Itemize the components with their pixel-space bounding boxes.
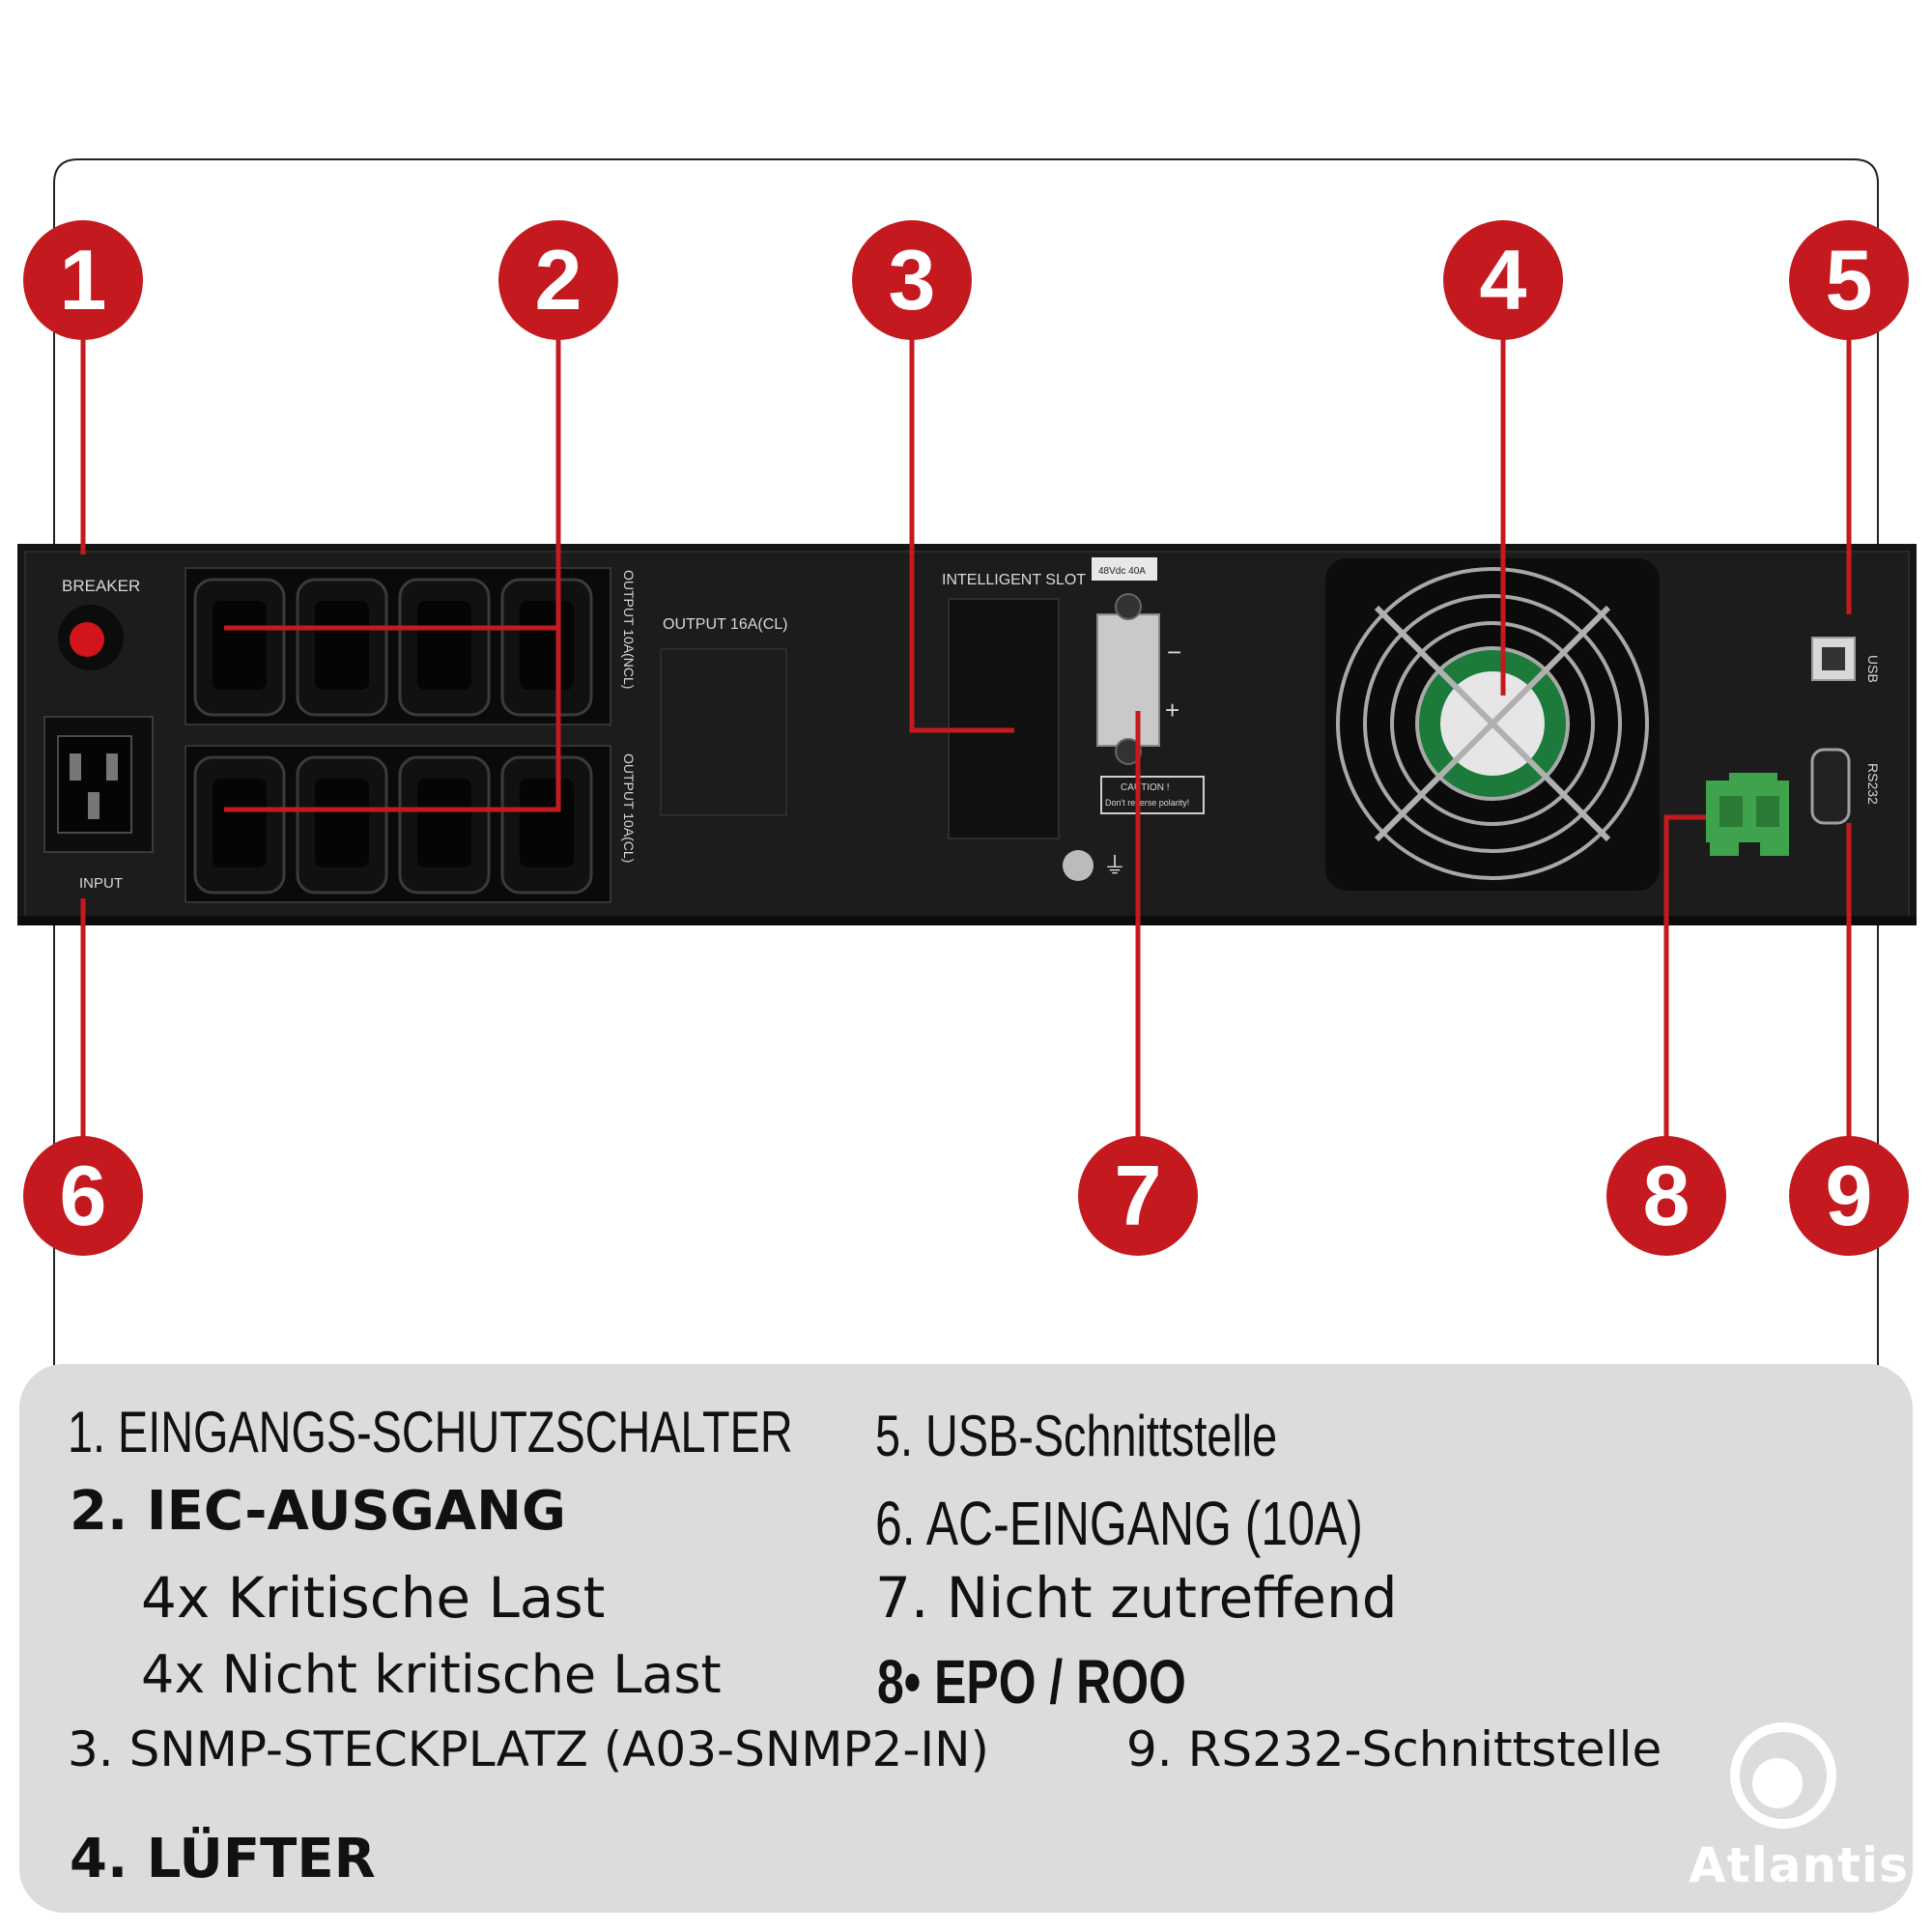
leader-lines <box>80 328 1852 1138</box>
brand-name: Atlantis <box>1689 1837 1909 1893</box>
ground-screw <box>1063 850 1094 881</box>
output-bottom-label: OUTPUT 10A(CL) <box>621 753 637 863</box>
svg-text:8: 8 <box>1643 1148 1690 1243</box>
legend-item-4: 4. LÜFTER <box>70 1828 376 1890</box>
callout-2: 2 <box>498 220 618 340</box>
blank-plate <box>660 648 787 816</box>
legend-item-8: 8• EPO / ROO <box>877 1647 1186 1717</box>
legend-item-2a: 4x Kritische Last <box>141 1565 606 1631</box>
callout-1: 1 <box>23 220 143 340</box>
svg-text:4: 4 <box>1480 232 1527 327</box>
callout-4: 4 <box>1443 220 1563 340</box>
outlet-socket[interactable] <box>296 578 388 717</box>
output-top-label: OUTPUT 10A(NCL) <box>621 570 637 689</box>
ups-rear-panel: BREAKER INPUT OUTPUT 10A(NCL) O <box>17 544 1917 925</box>
callout-7: 7 <box>1078 1136 1198 1256</box>
legend-item-2b: 4x Nicht kritische Last <box>141 1644 722 1705</box>
battery-plus-sign: + <box>1165 696 1179 724</box>
intelligent-slot-cover[interactable] <box>948 598 1060 839</box>
legend-item-7: 7. Nicht zutreffend <box>875 1565 1398 1631</box>
outlet-socket[interactable] <box>296 755 388 895</box>
caution-label <box>1100 776 1205 814</box>
outlet-bank-bottom <box>185 745 611 903</box>
callout-5: 5 <box>1789 220 1909 340</box>
caution-text: Don't reverse polarity! <box>1105 798 1189 808</box>
atlantis-logo-icon <box>1730 1722 1836 1829</box>
breaker-button[interactable] <box>70 622 104 657</box>
legend-item-3: 3. SNMP-STECKPLATZ (A03-SNMP2-IN) <box>68 1721 990 1777</box>
battery-rating-tag <box>1092 557 1157 581</box>
svg-text:6: 6 <box>60 1148 107 1243</box>
usb-label: USB <box>1865 655 1881 683</box>
rs232-port[interactable] <box>1810 748 1851 825</box>
fan <box>1325 558 1660 891</box>
legend-item-2: 2. IEC-AUSGANG <box>70 1480 567 1543</box>
outlet-bank-top <box>185 567 611 725</box>
svg-text:9: 9 <box>1826 1148 1873 1243</box>
callout-3: 3 <box>852 220 972 340</box>
outlet-socket[interactable] <box>398 755 491 895</box>
legend-item-5: 5. USB-Schnittstelle <box>875 1404 1278 1468</box>
ground-icon: ⏚ <box>1103 853 1126 879</box>
battery-connector[interactable] <box>1096 613 1160 747</box>
intelligent-slot-label: INTELLIGENT SLOT <box>942 572 1086 588</box>
legend-item-6: 6. AC-EINGANG (10A) <box>875 1489 1363 1558</box>
legend-item-9: 9. RS232-Schnittstelle <box>1126 1721 1662 1777</box>
outlet-socket[interactable] <box>398 578 491 717</box>
outlet-socket[interactable] <box>193 578 286 717</box>
ac-input-socket[interactable] <box>43 716 154 853</box>
battery-minus-sign: − <box>1167 638 1181 667</box>
callout-6: 6 <box>23 1136 143 1256</box>
outer-frame <box>53 158 1879 1372</box>
caution-title: CAUTION ! <box>1121 782 1170 793</box>
legend-item-1: 1. EINGANGS-SCHUTZSCHALTER <box>68 1400 793 1464</box>
svg-text:2: 2 <box>535 232 582 327</box>
epo-terminal[interactable] <box>1706 773 1789 856</box>
outlet-socket[interactable] <box>500 755 593 895</box>
callout-9: 9 <box>1789 1136 1909 1256</box>
svg-text:1: 1 <box>60 232 107 327</box>
outlet-socket[interactable] <box>193 755 286 895</box>
battery-rating-text: 48Vdc 40A <box>1098 566 1146 577</box>
callout-8: 8 <box>1606 1136 1726 1256</box>
breaker-label: BREAKER <box>62 577 140 595</box>
input-label: INPUT <box>79 875 123 892</box>
rs232-label: RS232 <box>1865 763 1881 805</box>
svg-text:5: 5 <box>1826 232 1873 327</box>
outlet-socket[interactable] <box>500 578 593 717</box>
legend-panel <box>19 1364 1913 1913</box>
output-16a-label: OUTPUT 16A(CL) <box>663 616 788 633</box>
svg-text:7: 7 <box>1115 1148 1162 1243</box>
svg-text:3: 3 <box>889 232 936 327</box>
